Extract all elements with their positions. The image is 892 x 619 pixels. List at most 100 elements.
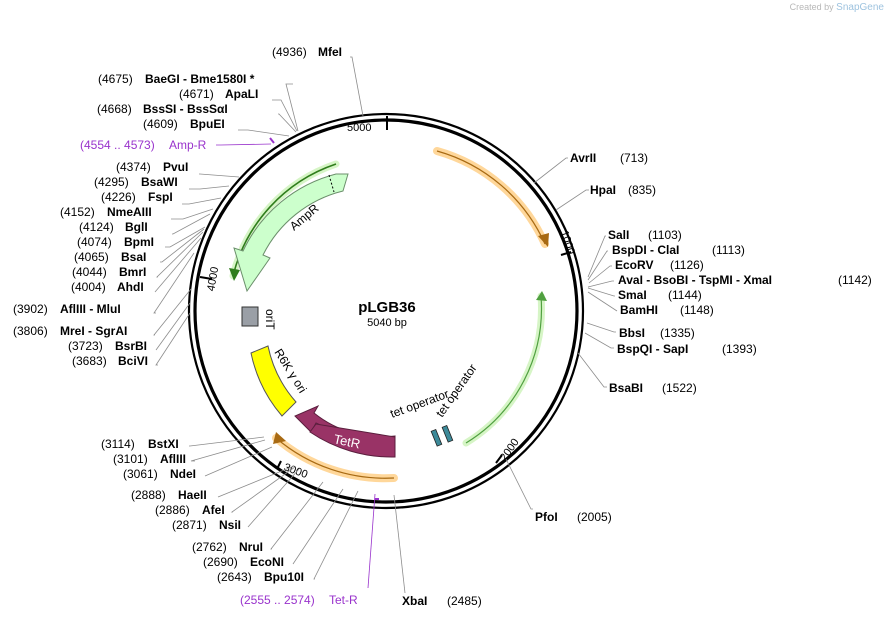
site-bsai-name: BsaI <box>121 250 146 264</box>
site-fspi-name: FspI <box>148 190 173 204</box>
site-bpu10i-name: Bpu10I <box>264 570 304 584</box>
site-ndei-pos: (3061) <box>123 467 158 481</box>
site-baegi-pos: (4675) <box>98 72 133 86</box>
orange-arc-top-arrowhead <box>538 233 549 247</box>
credit-prefix: Created by <box>789 2 834 12</box>
site-afliii-2-name: AflIII <box>160 452 186 466</box>
primer-amp-r-pos: (4554 .. 4573) <box>80 138 155 152</box>
primer-tet-r-name: Tet-R <box>329 593 358 607</box>
site-bcivi-pos: (3683) <box>72 354 107 368</box>
green-arc-right-arrowhead <box>536 291 547 301</box>
site-bsrbi-pos: (3723) <box>68 339 103 353</box>
site-afliii-mlui-name: AflIII - MluI <box>60 302 121 316</box>
amp-r-primer-mark <box>269 137 275 144</box>
site-avai-pos: (1142) <box>838 273 872 287</box>
site-haeii-name: HaeII <box>178 488 207 502</box>
tick-label-4000: 4000 <box>205 266 221 292</box>
site-pvui-name: PvuI <box>163 160 188 174</box>
site-bsssi-name: BssSI - BssSαI <box>143 102 228 116</box>
site-labels: (4936) MfeI (4675) BaeGI - Bme1580I * (4… <box>13 45 872 608</box>
site-bspdi-name: BspDI - ClaI <box>612 243 679 257</box>
site-nrui-name: NruI <box>239 540 263 554</box>
site-bstxi-name: BstXI <box>148 437 179 451</box>
site-hpai-pos: (835) <box>628 183 656 197</box>
site-bsabi-pos: (1522) <box>662 381 697 395</box>
site-bspdi-pos: (1113) <box>712 243 745 257</box>
plasmid-size: 5040 bp <box>367 317 407 329</box>
green-arc-left-arrowhead <box>229 268 240 281</box>
site-hpai-name: HpaI <box>590 183 616 197</box>
site-bstxi-pos: (3114) <box>101 437 135 451</box>
site-afliii-2-pos: (3101) <box>113 452 148 466</box>
site-bmri-name: BmrI <box>119 265 146 279</box>
site-sali-name: SalI <box>608 228 629 242</box>
site-fspi-pos: (4226) <box>101 190 136 204</box>
site-ahdi-pos: (4004) <box>71 280 106 294</box>
tick-3000 <box>276 460 282 470</box>
site-sali-pos: (1103) <box>648 228 682 242</box>
tetr-label: TetR <box>332 431 361 451</box>
tick-label-5000: 5000 <box>347 122 371 134</box>
site-avrii-name: AvrII <box>570 151 596 165</box>
site-smai-name: SmaI <box>618 288 647 302</box>
tet-operator-2 <box>441 424 454 443</box>
site-avai-name: AvaI - BsoBI - TspMI - XmaI <box>618 273 772 287</box>
site-bpuei-name: BpuEI <box>190 117 225 131</box>
site-bbsi-name: BbsI <box>619 326 645 340</box>
site-nmeaiii-name: NmeAIII <box>107 205 152 219</box>
site-avrii-pos: (713) <box>620 151 648 165</box>
orange-arc-top-line <box>436 150 546 245</box>
tick-label-1000: 1000 <box>558 229 577 256</box>
site-baegi-name: BaeGI - Bme1580I * <box>145 72 255 86</box>
site-bspqi-name: BspQI - SapI <box>617 342 688 356</box>
site-bpmi-name: BpmI <box>124 235 154 249</box>
tick-1000 <box>560 251 572 256</box>
site-apali-name: ApaLI <box>225 87 258 101</box>
tick-2000 <box>495 454 503 464</box>
site-ahdi-name: AhdI <box>117 280 144 294</box>
site-bgli-pos: (4124) <box>79 220 114 234</box>
site-leaders <box>153 56 618 594</box>
site-pfoi-pos: (2005) <box>577 510 612 524</box>
site-econi-pos: (2690) <box>203 555 238 569</box>
site-bsawi-name: BsaWI <box>141 175 178 189</box>
plasmid-name: pLGB36 <box>358 299 416 316</box>
site-bpuei-pos: (4609) <box>143 117 178 131</box>
credit-brand: SnapGene <box>836 2 884 13</box>
site-nmeaiii-pos: (4152) <box>60 205 95 219</box>
site-bpmi-pos: (4074) <box>77 235 112 249</box>
site-mfei-pos: (4936) <box>272 45 307 59</box>
site-afei-name: AfeI <box>202 503 225 517</box>
site-xbai-name: XbaI <box>402 594 427 608</box>
site-nsii-pos: (2871) <box>172 518 207 532</box>
site-ecorv-name: EcoRV <box>615 258 653 272</box>
site-ndei-name: NdeI <box>170 467 196 481</box>
primer-amp-r-name: Amp-R <box>169 138 207 152</box>
site-bgli-name: BglI <box>125 220 148 234</box>
site-nrui-pos: (2762) <box>192 540 227 554</box>
ampr-feature <box>233 173 349 293</box>
site-bspqi-pos: (1393) <box>722 342 757 356</box>
site-smai-pos: (1144) <box>668 288 702 302</box>
site-bcivi-name: BciVI <box>118 354 148 368</box>
site-bbsi-pos: (1335) <box>660 326 695 340</box>
primer-tet-r-pos: (2555 .. 2574) <box>240 593 315 607</box>
site-xbai-pos: (2485) <box>447 594 482 608</box>
orit-feature <box>241 306 259 327</box>
site-bsabi-name: BsaBI <box>609 381 643 395</box>
ampr-divider <box>328 174 335 193</box>
site-pvui-pos: (4374) <box>116 160 151 174</box>
site-apali-pos: (4671) <box>179 87 214 101</box>
site-econi-name: EcoNI <box>250 555 284 569</box>
site-haeii-pos: (2888) <box>131 488 166 502</box>
tick-4000 <box>199 276 213 280</box>
orit-label: oriT <box>263 309 277 330</box>
tetr-body <box>309 423 396 458</box>
site-mrei-sgrai-name: MreI - SgrAI <box>60 324 127 338</box>
site-bsai-pos: (4065) <box>74 250 109 264</box>
site-ecorv-pos: (1126) <box>670 258 704 272</box>
tet-operator-1 <box>430 428 443 447</box>
features: AmpR oriT R6K γ ori TetR tet operator te… <box>229 137 549 500</box>
site-mfei-name: MfeI <box>318 45 342 59</box>
